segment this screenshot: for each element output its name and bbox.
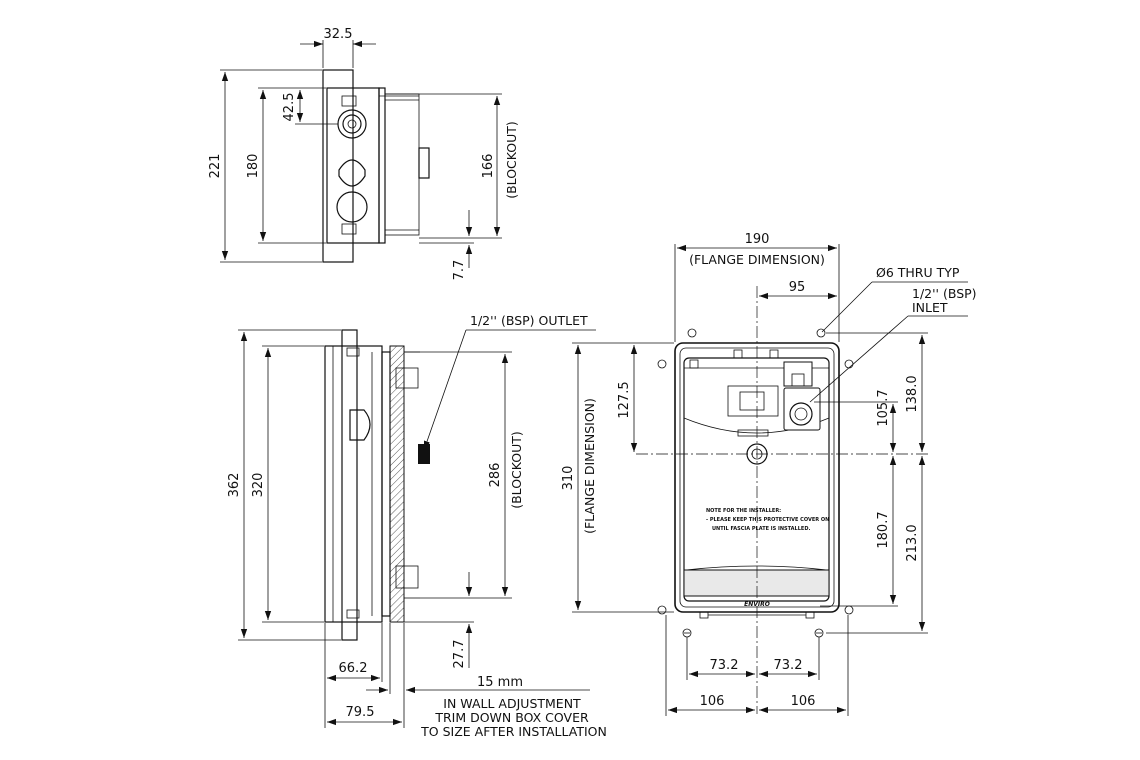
label-inlet-line-2: INLET xyxy=(912,300,948,315)
dim-hole-left: 73.2 xyxy=(710,658,739,673)
label-top-blockout: (BLOCKOUT) xyxy=(504,121,519,199)
dim-top-height: 180 xyxy=(246,154,261,179)
adjustment-note-line-3: TO SIZE AFTER INSTALLATION xyxy=(420,724,607,739)
label-flange-width: (FLANGE DIMENSION) xyxy=(689,252,825,267)
dim-flange-width: 190 xyxy=(745,232,770,247)
dim-top-width: 32.5 xyxy=(324,27,353,42)
dim-adjustment: 15 mm xyxy=(477,675,523,690)
dim-top-inlet-offset: 42.5 xyxy=(282,93,297,122)
dim-bottom-blockout: 286 xyxy=(488,463,503,488)
label-inlet-line-1: 1/2'' (BSP) xyxy=(912,286,977,301)
dim-center-to-bottom: 213.0 xyxy=(905,524,920,561)
dim-center-to-lower: 180.7 xyxy=(876,511,891,548)
adjustment-note-line-2: TRIM DOWN BOX COVER xyxy=(434,710,589,725)
dim-top-offset: 7.7 xyxy=(452,260,467,281)
label-holes: Ø6 THRU TYP xyxy=(876,265,960,280)
installer-note-line-1: NOTE FOR THE INSTALLER: xyxy=(706,508,781,514)
dim-bottom-overall-height: 362 xyxy=(227,473,242,498)
dim-half-left: 106 xyxy=(700,694,725,709)
label-outlet: 1/2'' (BSP) OUTLET xyxy=(470,313,588,328)
dim-center-offset: 95 xyxy=(789,280,806,295)
dim-inlet-to-center: 105.7 xyxy=(876,389,891,426)
side-view-bottom: 362 320 286 (BLOCKOUT) 1/2'' (BSP) OUTLE… xyxy=(227,313,607,739)
side-view-top-body xyxy=(322,69,430,263)
adjustment-note-line-1: IN WALL ADJUSTMENT xyxy=(443,696,581,711)
front-view-body xyxy=(657,328,854,638)
dim-depth-b: 79.5 xyxy=(346,705,375,720)
side-view-bottom-body xyxy=(324,329,430,641)
dim-top-blockout: 166 xyxy=(481,154,496,179)
dim-flange-height: 310 xyxy=(561,466,576,491)
label-flange-height: (FLANGE DIMENSION) xyxy=(582,398,597,534)
side-view-top: 32.5 221 180 42.5 166 (BLOCKOUT) 7.7 xyxy=(208,27,519,280)
label-bottom-blockout: (BLOCKOUT) xyxy=(509,431,524,509)
dim-depth-a: 66.2 xyxy=(339,661,368,676)
front-view: NOTE FOR THE INSTALLER: - PLEASE KEEP TH… xyxy=(561,232,977,716)
dim-half-right: 106 xyxy=(791,694,816,709)
installer-note-line-3: UNTIL FASCIA PLATE IS INSTALLED. xyxy=(712,526,810,532)
dim-top-to-center: 138.0 xyxy=(905,375,920,412)
dim-bottom-offset: 27.7 xyxy=(452,640,467,669)
dim-hole-right: 73.2 xyxy=(774,658,803,673)
dim-bottom-height: 320 xyxy=(251,473,266,498)
dim-top-overall-height: 221 xyxy=(208,154,223,179)
installer-note-line-2: - PLEASE KEEP THIS PROTECTIVE COVER ON xyxy=(706,517,829,523)
brand-mark: ENVIRO xyxy=(744,601,770,608)
dim-upper-offset: 127.5 xyxy=(617,381,632,418)
